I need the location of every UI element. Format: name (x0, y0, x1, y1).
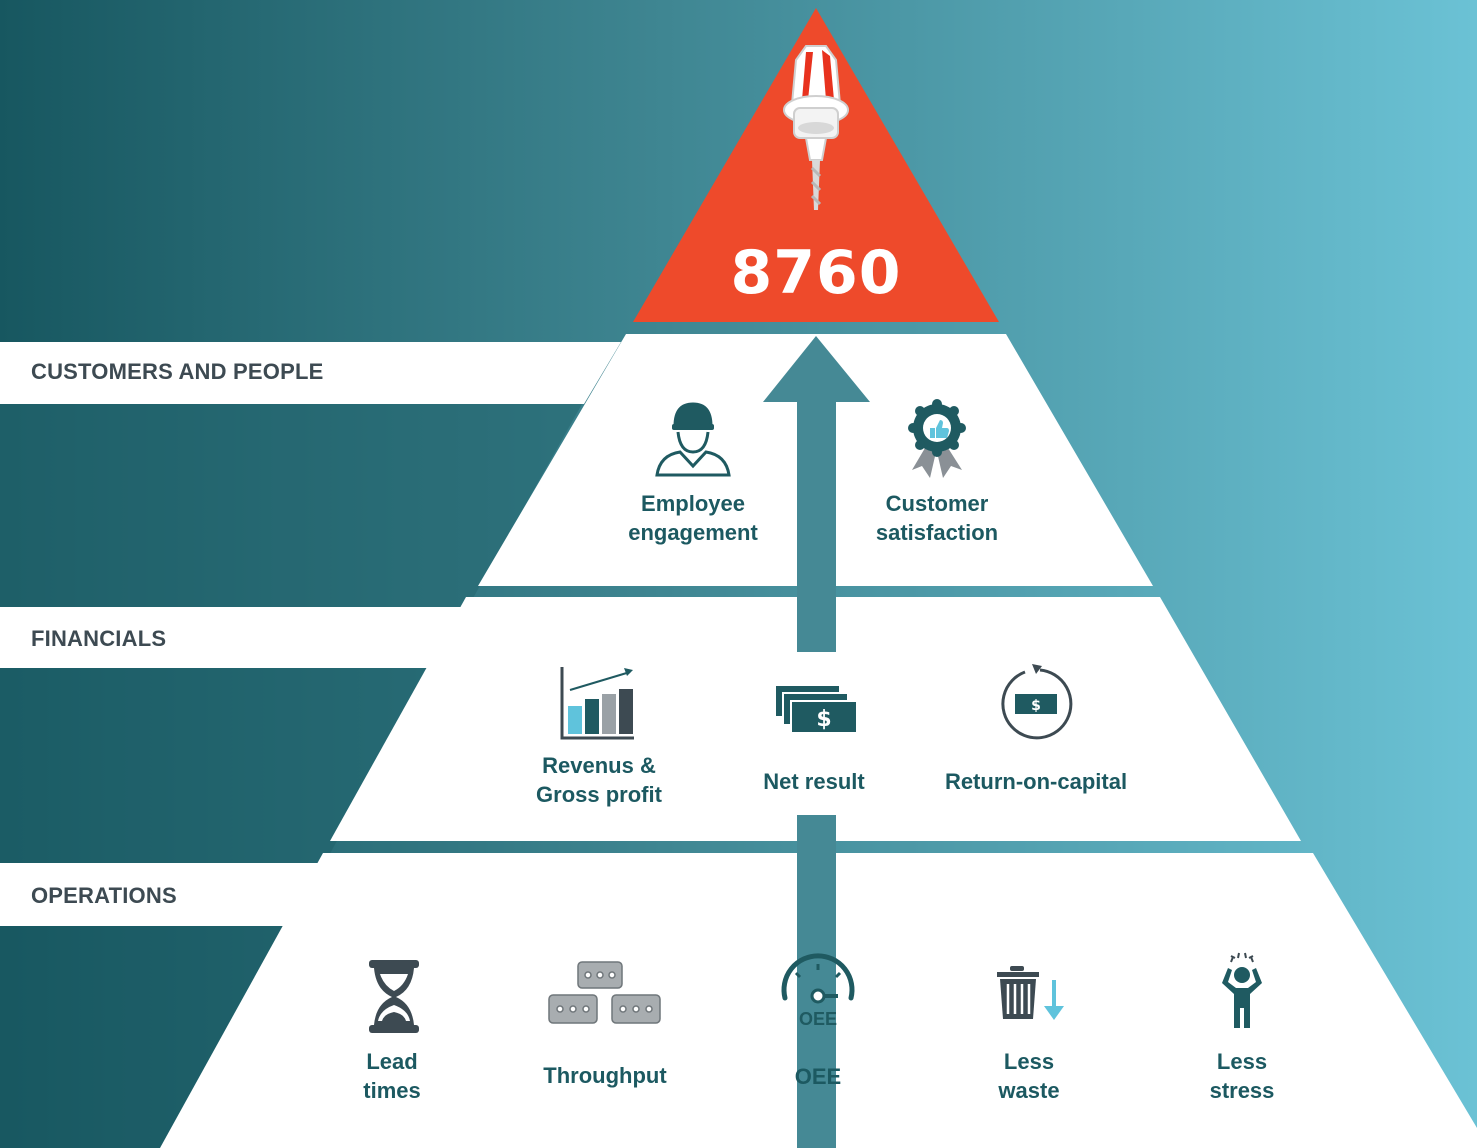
thumbs-up-award-icon (908, 399, 966, 478)
left-band-shade-1 (0, 404, 582, 607)
bar-chart-growth-icon (560, 667, 634, 740)
gauge-text: OEE (799, 1009, 837, 1029)
growth-arrow (763, 336, 870, 1148)
trash-down-icon (997, 966, 1064, 1020)
money-cycle-icon: $ (1001, 664, 1073, 740)
svg-text:$: $ (1031, 698, 1041, 714)
caption-oee: OEE (794, 1064, 842, 1089)
money-stack-icon: $ (774, 684, 858, 734)
worker-hardhat-icon (655, 402, 731, 477)
left-band-shade-3 (0, 926, 286, 1148)
gauge-icon (781, 953, 855, 1004)
caption-throughput: Throughput (543, 1063, 667, 1088)
steel-blocks-icon (548, 961, 661, 1024)
band-label-financials: FINANCIALS (31, 626, 167, 651)
spindle-drill-icon (783, 45, 849, 210)
band-strip-financials (0, 607, 469, 668)
hourglass-icon (369, 960, 419, 1033)
left-band-shade-2 (0, 668, 430, 863)
band-strip-operations (0, 863, 326, 926)
caption-net-result: Net result (763, 769, 865, 794)
caption-revenue-gross-profit: Revenus &Gross profit (536, 753, 662, 807)
band-label-operations: OPERATIONS (31, 883, 177, 908)
svg-text:$: $ (816, 707, 831, 732)
stressed-person-icon (1222, 952, 1262, 1028)
band-strip-customers (0, 342, 621, 404)
caption-return-on-capital: Return-on-capital (944, 769, 1128, 794)
band-label-customers: CUSTOMERS AND PEOPLE (31, 359, 324, 384)
apex-number: 8760 (730, 238, 902, 308)
